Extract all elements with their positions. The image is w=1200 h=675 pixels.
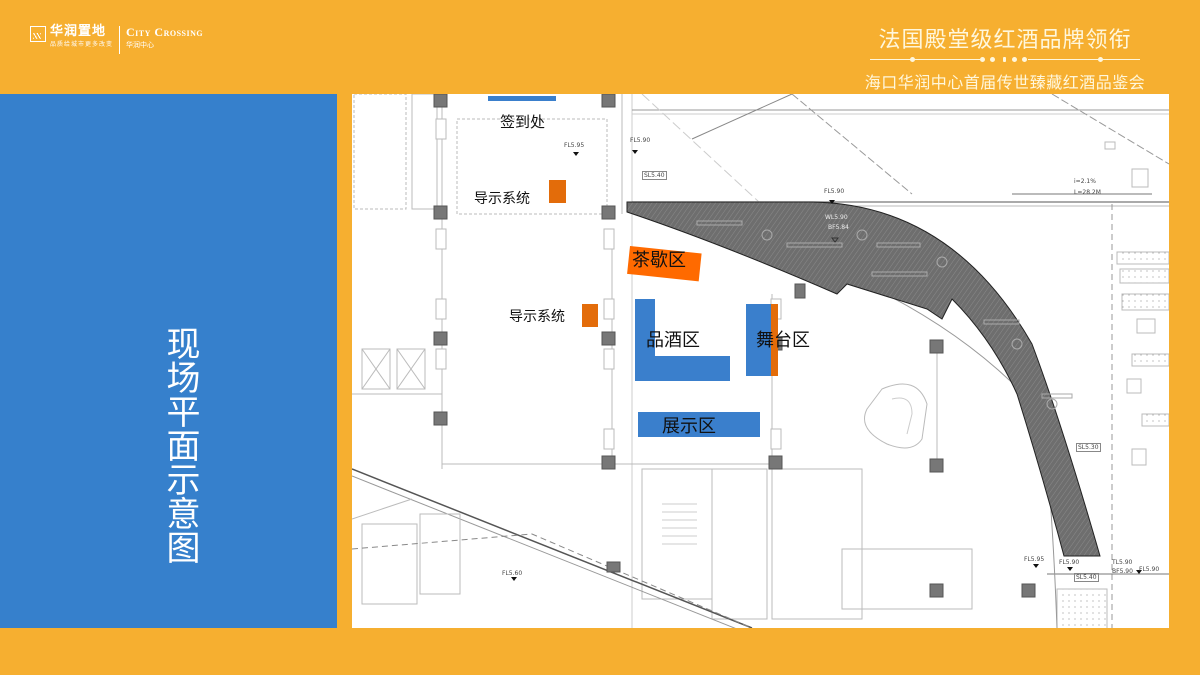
logo-en-name: City Crossing bbox=[126, 25, 204, 39]
length-label: L=28.2M bbox=[1074, 189, 1101, 196]
level-label: TL5.90 bbox=[1112, 559, 1133, 566]
level-label: FL5.95 bbox=[564, 142, 585, 149]
checkin-desk-marker bbox=[488, 96, 556, 101]
logo-slogan: 品质给城市更多改变 bbox=[50, 41, 114, 48]
logo-en-sub: 华润中心 bbox=[126, 41, 155, 49]
level-label: FL5.90 bbox=[1139, 566, 1160, 573]
stage-zone-label: 舞台区 bbox=[756, 330, 810, 351]
guide-system-marker-mid bbox=[582, 304, 598, 327]
display-zone bbox=[638, 412, 760, 437]
side-title-panel: 现场平面示意图 bbox=[0, 94, 337, 628]
level-label: FL5.90 bbox=[630, 137, 651, 144]
checkin-zone-label: 签到处 bbox=[500, 113, 546, 131]
brand-logo: 华润置地 品质给城市更多改变 City Crossing 华润中心 bbox=[30, 24, 203, 58]
slope-label: i=2.1% bbox=[1074, 178, 1096, 185]
wine-tasting-zone-horizontal bbox=[635, 356, 730, 381]
level-label: FL5.95 bbox=[1024, 556, 1045, 563]
level-label: SL5.40 bbox=[1074, 573, 1099, 582]
stage-edge-marker bbox=[771, 304, 778, 376]
level-label: SL5.30 bbox=[1076, 443, 1101, 452]
floor-plan-map: FL5.95 FL5.90 SL5.40 FL5.90 WL5.90 BF5.8… bbox=[352, 94, 1169, 628]
level-label: FL5.60 bbox=[502, 570, 523, 577]
guide-system-marker-top bbox=[549, 180, 566, 203]
display-zone-label: 展示区 bbox=[662, 416, 716, 437]
tea-break-zone-label: 茶歇区 bbox=[632, 250, 686, 271]
level-label: BF5.90 bbox=[1112, 568, 1133, 575]
logo-divider bbox=[119, 26, 121, 54]
logo-cn-name: 华润置地 bbox=[50, 24, 107, 39]
level-label: BF5.84 bbox=[828, 224, 849, 231]
level-label: FL5.90 bbox=[1059, 559, 1080, 566]
level-label: FL5.90 bbox=[824, 188, 845, 195]
guide-system-label-mid: 导示系统 bbox=[509, 309, 565, 325]
event-title: 法国殿堂级红酒品牌领衔 bbox=[878, 28, 1132, 53]
event-subtitle: 海口华润中心首届传世臻藏红酒品鉴会 bbox=[864, 73, 1146, 92]
wine-tasting-zone-label: 品酒区 bbox=[646, 330, 700, 351]
level-label: WL5.90 bbox=[825, 214, 848, 221]
stage-zone bbox=[746, 304, 771, 376]
level-label: SL5.40 bbox=[642, 171, 667, 180]
guide-system-label-top: 导示系统 bbox=[474, 191, 530, 207]
title-ornament bbox=[870, 57, 1140, 63]
logo-mark-icon bbox=[30, 26, 46, 42]
floor-plan-heading: 现场平面示意图 bbox=[160, 326, 200, 564]
